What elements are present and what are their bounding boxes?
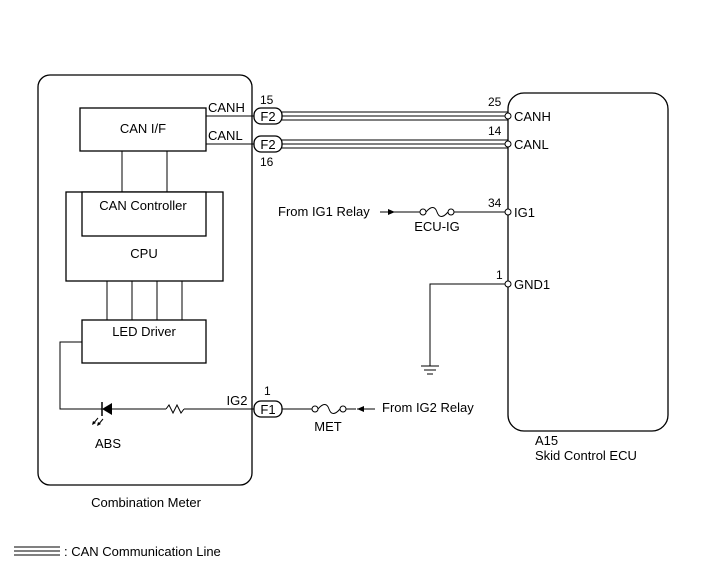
gnd1-wire: [429, 283, 505, 366]
legend-can-line-icon: [14, 546, 60, 556]
ecu-gnd1-pin: [504, 280, 512, 288]
abs-led-wire: [59, 341, 102, 410]
pin-number: 14: [488, 124, 502, 138]
ecu-ig1-label: IG1: [514, 205, 535, 220]
pin-number: 25: [488, 95, 502, 109]
ecu-ig1-pin: [504, 208, 512, 216]
can-if-label: CAN I/F: [120, 121, 166, 136]
ig2-relay-label: From IG2 Relay: [382, 400, 474, 415]
cpu-label: CPU: [130, 246, 157, 261]
resistor-icon: [165, 403, 185, 415]
legend-can-line-label: : CAN Communication Line: [64, 544, 221, 559]
can-communication-line-canh: [282, 111, 508, 121]
ecu-canl-pin: [504, 140, 512, 148]
ig1-relay-label: From IG1 Relay: [278, 204, 370, 219]
meter-canh-label: CANH: [208, 100, 245, 115]
ecu-ig-fuse-label: ECU-IG: [414, 219, 460, 234]
skid-control-ecu-box: [507, 92, 669, 432]
ecu-name-label: Skid Control ECU: [535, 448, 637, 463]
ecu-canh-pin: [504, 112, 512, 120]
ground-icon: [421, 365, 439, 375]
ecu-code-label: A15: [535, 433, 558, 448]
meter-canl-label: CANL: [208, 128, 243, 143]
ecu-gnd1-label: GND1: [514, 277, 550, 292]
met-fuse-icon: [311, 404, 347, 414]
abs-led-icon: [92, 402, 112, 426]
can-controller-block: [81, 191, 207, 237]
ecu-ig-fuse-icon: [419, 207, 455, 217]
can-communication-line-canl: [282, 139, 508, 149]
pin-number: 1: [264, 384, 271, 398]
can-if-block: [79, 107, 207, 152]
led-driver-block: [81, 319, 207, 364]
ecu-canh-label: CANH: [514, 109, 551, 124]
combination-meter-label: Combination Meter: [91, 495, 201, 510]
ig2-label: IG2: [227, 393, 248, 408]
led-driver-label: LED Driver: [112, 324, 176, 339]
pin-number: 1: [496, 268, 503, 282]
abs-label: ABS: [95, 436, 121, 451]
f2-canl-label: F2: [260, 137, 275, 152]
can-controller-label: CAN Controller: [99, 198, 187, 213]
f1-label: F1: [260, 402, 275, 417]
met-fuse-label: MET: [314, 419, 342, 434]
ecu-canl-label: CANL: [514, 137, 549, 152]
pin-number: 16: [260, 155, 274, 169]
pin-number: 15: [260, 93, 274, 107]
f2-canh-label: F2: [260, 109, 275, 124]
pin-number: 34: [488, 196, 502, 210]
